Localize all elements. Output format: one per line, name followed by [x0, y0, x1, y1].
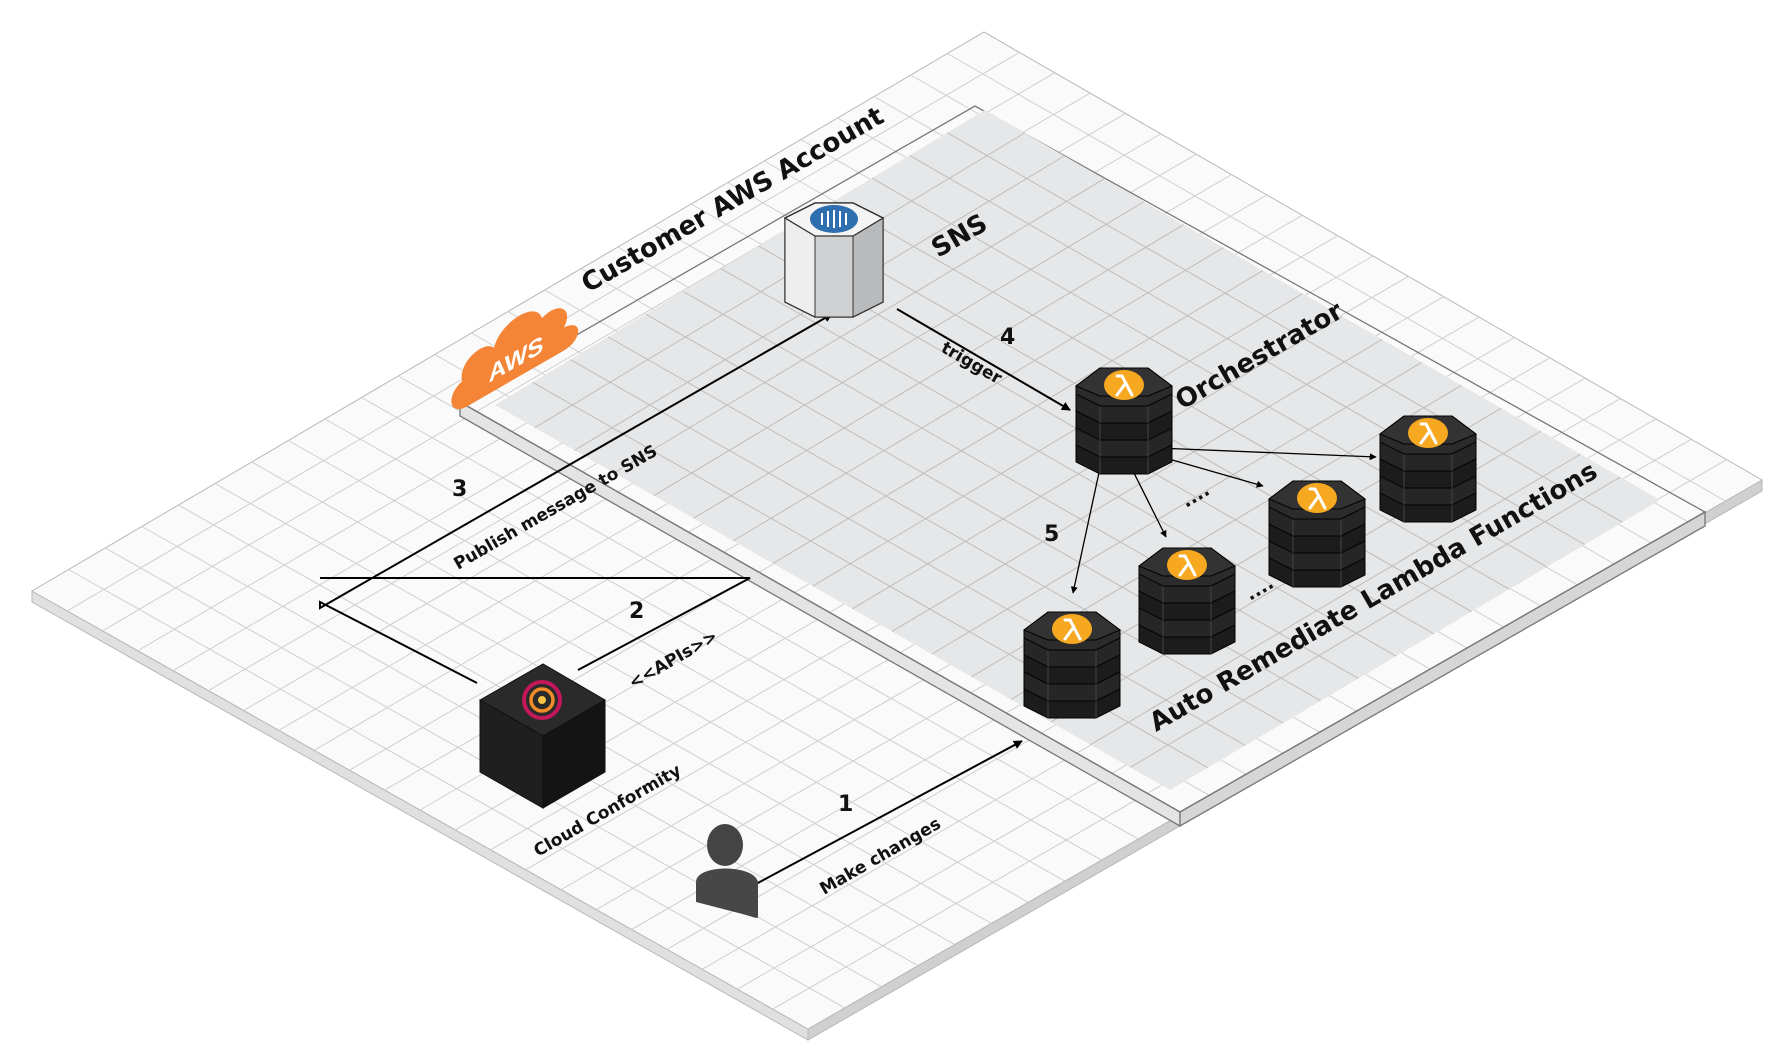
step5-number: 5 — [1044, 522, 1059, 547]
connections — [319, 308, 1377, 885]
lambda-icon — [1297, 483, 1337, 513]
step3-arrow — [319, 313, 833, 684]
lambda-icon — [1167, 550, 1207, 580]
lambda-stacks — [1023, 367, 1477, 719]
user-icon — [696, 824, 758, 918]
step2-number: 2 — [629, 599, 644, 624]
conformity-icon — [522, 680, 562, 720]
step2-line — [320, 577, 751, 671]
fanout-arrow-1 — [1070, 467, 1101, 594]
cloud-icon — [451, 308, 579, 409]
lambda-stack-3 — [1268, 480, 1366, 588]
fanout-arrow-3 — [1154, 454, 1264, 488]
step4-number: 4 — [1000, 325, 1015, 350]
lambda-stack-1 — [1023, 611, 1121, 719]
lambda-stack-2 — [1138, 547, 1236, 655]
user-node — [696, 824, 758, 918]
lambda-icon — [1408, 418, 1448, 448]
step4-arrow — [896, 308, 1071, 411]
lambda-icon — [1104, 370, 1144, 400]
lambda-icon — [1052, 614, 1092, 644]
step1-number: 1 — [838, 792, 853, 817]
orchestrator-stack — [1075, 367, 1173, 475]
step1-arrow — [755, 740, 1023, 885]
lambda-stack-4 — [1379, 415, 1477, 523]
fanout-arrow-2 — [1129, 464, 1167, 538]
sns-icon — [810, 205, 858, 233]
step3-number: 3 — [452, 477, 467, 502]
sns-node: SNS — [783, 202, 993, 318]
fanout-arrow-4 — [1157, 447, 1377, 461]
